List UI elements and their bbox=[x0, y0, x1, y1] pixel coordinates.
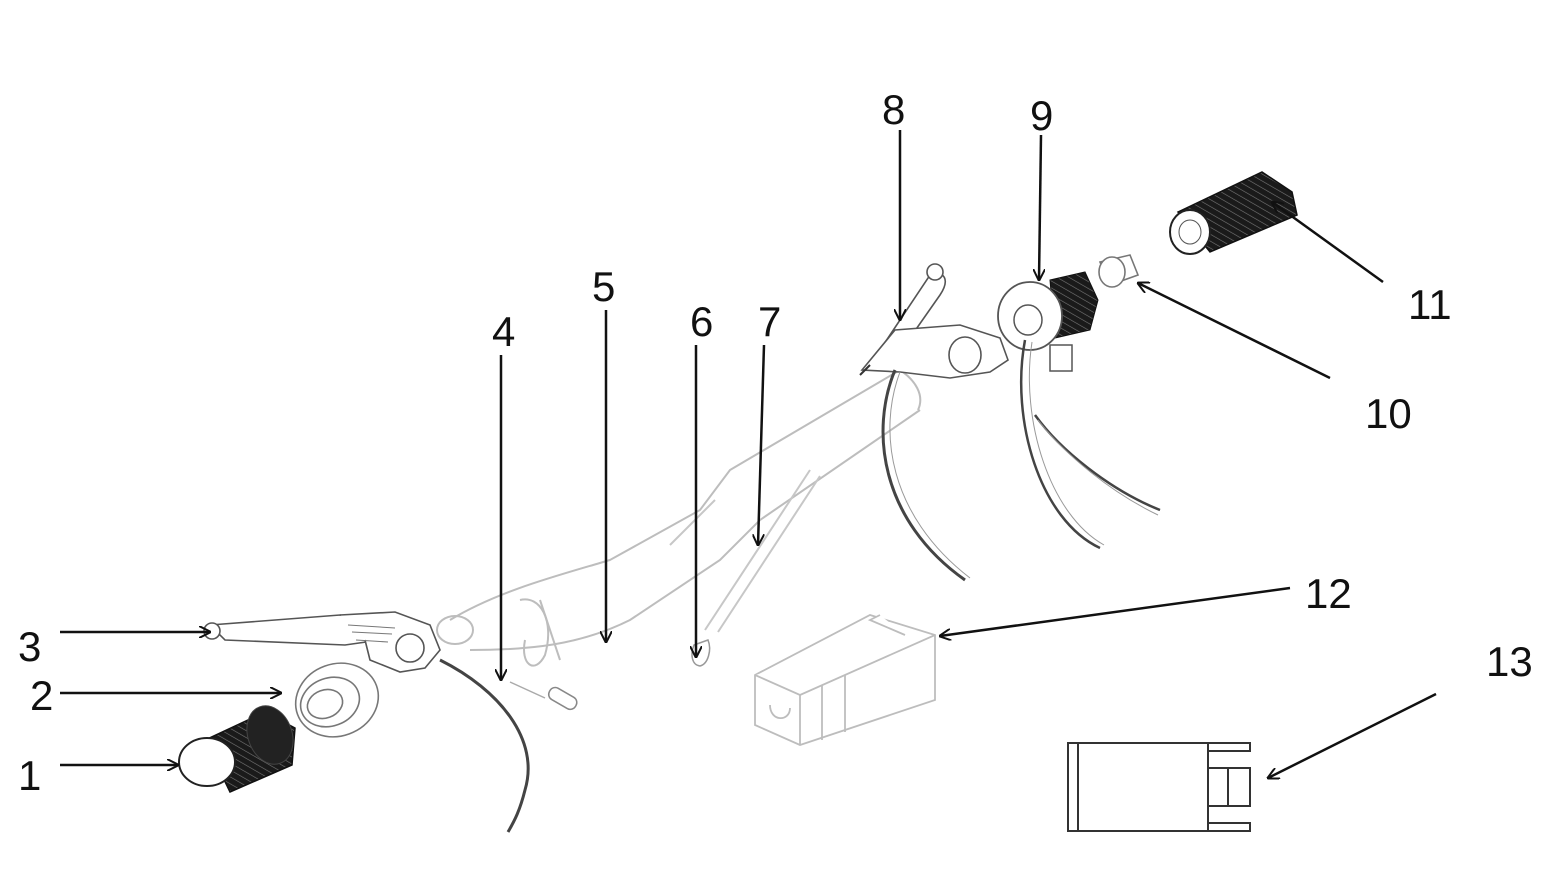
right-brake-cable-1b bbox=[889, 371, 971, 579]
handlebar-stem-line bbox=[669, 469, 821, 633]
part-12-controller-box bbox=[754, 614, 936, 746]
leader-10 bbox=[1138, 283, 1331, 380]
part-9-throttle bbox=[997, 271, 1099, 372]
handlebar bbox=[436, 369, 922, 667]
callout-6: 6 bbox=[690, 298, 714, 345]
callout-11: 11 bbox=[1408, 281, 1452, 328]
callout-1: 1 bbox=[18, 752, 42, 799]
callout-13: 13 bbox=[1486, 638, 1533, 685]
part-3-left-brake-lever bbox=[203, 611, 441, 673]
part-10-ring bbox=[1098, 254, 1140, 288]
part-4-pin bbox=[509, 681, 578, 711]
part-8-right-brake-lever bbox=[859, 263, 1009, 379]
callout-7: 7 bbox=[758, 298, 782, 345]
callout-12: 12 bbox=[1305, 570, 1352, 617]
callout-5: 5 bbox=[592, 263, 616, 310]
leader-13 bbox=[1268, 692, 1437, 778]
leader-12 bbox=[940, 586, 1291, 636]
leader-11 bbox=[1272, 202, 1384, 284]
callout-9: 9 bbox=[1030, 92, 1054, 139]
callout-2: 2 bbox=[30, 672, 54, 719]
part-13-connector bbox=[1067, 742, 1251, 832]
callout-10: 10 bbox=[1365, 390, 1412, 437]
leader-9 bbox=[1039, 134, 1041, 280]
callout-4: 4 bbox=[492, 308, 516, 355]
throttle-wires bbox=[1019, 339, 1161, 550]
leader-7 bbox=[758, 344, 766, 545]
right-brake-cable-1 bbox=[881, 369, 966, 582]
part-1-left-grip bbox=[178, 705, 296, 793]
callout-8: 8 bbox=[882, 86, 906, 133]
left-brake-cable bbox=[439, 658, 530, 833]
part-11-right-grip bbox=[1169, 171, 1298, 255]
leader-lines bbox=[60, 130, 1437, 778]
part-6-plug bbox=[691, 639, 711, 667]
part-2-spacer-ring bbox=[294, 662, 380, 738]
callout-3: 3 bbox=[18, 623, 42, 670]
